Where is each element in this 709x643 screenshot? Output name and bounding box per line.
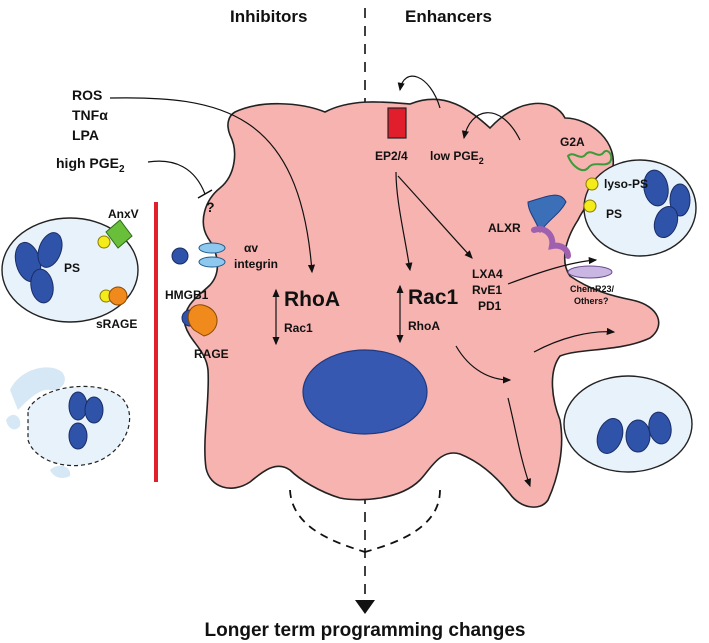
debris-fragment [6,414,21,430]
low-pge2-label: low PGE2 [430,149,484,166]
stimulus-tnfa: TNFα [72,107,108,123]
rage-label: RAGE [194,347,229,361]
lyso-ps-label: lyso-PS [604,177,648,191]
srage-icon [108,286,128,306]
ps-dot-icon [583,199,597,213]
pge2-feedback-arrow [461,112,521,141]
high-pge2-arrow [147,160,206,195]
question-mark: ? [206,199,215,215]
ep-to-rac1-arrow [395,171,413,272]
integrin-label: integrin [234,257,278,271]
hmgb1-icon [171,247,189,265]
membrane-flow-arrow [455,345,512,384]
others-label: Others? [574,296,609,306]
apoptotic-fragment [643,169,669,207]
ep-to-lxa4-arrow [397,175,473,259]
ep24-label: EP2/4 [375,149,408,163]
apoptotic-fragment [625,419,651,453]
mediator-lxa4: LXA4 [472,267,503,281]
annexin-label: AnxV [108,207,139,221]
inhibition-bar [197,189,213,199]
apoptotic-fragment [669,183,691,217]
rhoa-sub-label: RhoA [408,319,440,333]
membrane-flow-arrow [533,327,616,353]
footer-text: Longer term programming changes [205,620,526,641]
chemr23-receptor-icon [567,265,613,279]
g2a-receptor-icon [566,150,613,172]
alxr-receptor-icon [531,226,571,259]
integrin-alpha-label: αv [244,241,258,255]
mediator-arrow [507,256,598,285]
integrin-icon [198,242,226,254]
inhibitors-title: Inhibitors [230,7,307,26]
apoptotic-fragment [37,232,63,268]
integrin-icon [198,256,226,268]
apoptotic-fragment [68,391,88,421]
apoptotic-fragment [596,418,624,454]
high-pge2-label: high PGE2 [56,155,125,175]
mediator-pd1: PD1 [478,299,502,313]
apoptotic-fragment [84,396,104,424]
stimulus-ros: ROS [72,87,102,103]
rac1-main-label: Rac1 [408,286,459,309]
chemr23-label: ChemR23/ [570,284,615,294]
ps-dot-icon [97,235,111,249]
pge2-secretion-arrow [397,75,441,109]
annexin-v-icon [105,219,133,249]
apoptotic-fragment [68,422,88,450]
down-arrowhead [355,600,375,614]
stimuli-arrow [109,97,316,274]
alxr-label: ALXR [488,221,521,235]
ps-label-right: PS [606,207,622,221]
rac1-sub-label: Rac1 [284,321,313,335]
debris-fragment [50,465,71,478]
hmgb1-label: HMGB1 [165,288,209,302]
ep-receptor-icon [387,107,407,139]
rage-icon [187,304,218,337]
srage-label: sRAGE [96,317,137,331]
g2a-label: G2A [560,135,585,149]
stimulus-lpa: LPA [72,127,99,143]
apoptotic-fragment [653,206,679,238]
receptor-wedge-icon [527,194,567,234]
apoptotic-fragment [30,268,54,304]
mediator-rve1: RvE1 [472,283,502,297]
apoptotic-fragment [648,411,672,445]
nucleus [302,349,428,435]
engulfed-cell [563,375,693,473]
debris-fragment [10,367,65,410]
enhancers-title: Enhancers [405,7,492,26]
membrane-flow-arrow [507,397,531,488]
ps-label-left: PS [64,261,80,275]
lyso-ps-dot-icon [585,177,599,191]
rhoa-main-label: RhoA [284,288,340,311]
